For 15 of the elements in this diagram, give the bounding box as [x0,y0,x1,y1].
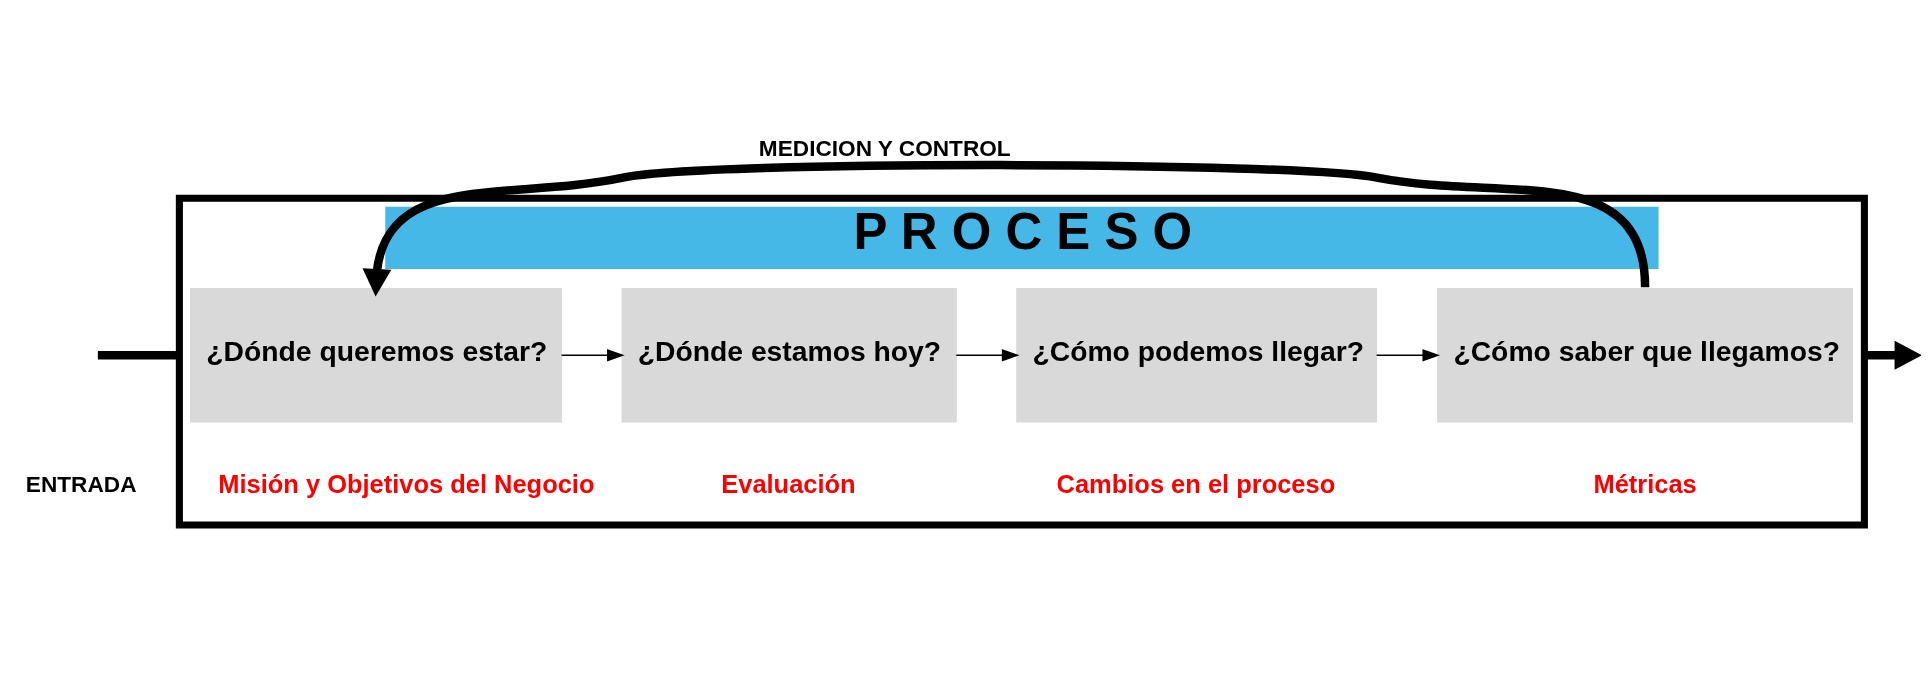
arrow [1864,340,1921,370]
node-label: Métricas [1593,469,1697,498]
node-label: Misión y Objetivos del Negocio [218,469,595,498]
edge-label: MEDICION Y CONTROL [758,135,1011,161]
arrow [955,348,1020,361]
node-label: Evaluación [721,469,856,498]
arrow [362,160,1650,296]
node-label: Cambios en el proceso [1056,469,1336,498]
node-box: ¿Dónde estamos hoy? [621,287,957,422]
node-box: ¿Cómo podemos llegar? [1016,287,1377,422]
node-box: ¿Cómo saber que llegamos? [1437,287,1854,422]
arrow [1375,348,1441,361]
label: ENTRADA [25,471,137,497]
arrow [560,348,625,361]
node-box: ¿Dónde queremos estar? [190,287,563,422]
